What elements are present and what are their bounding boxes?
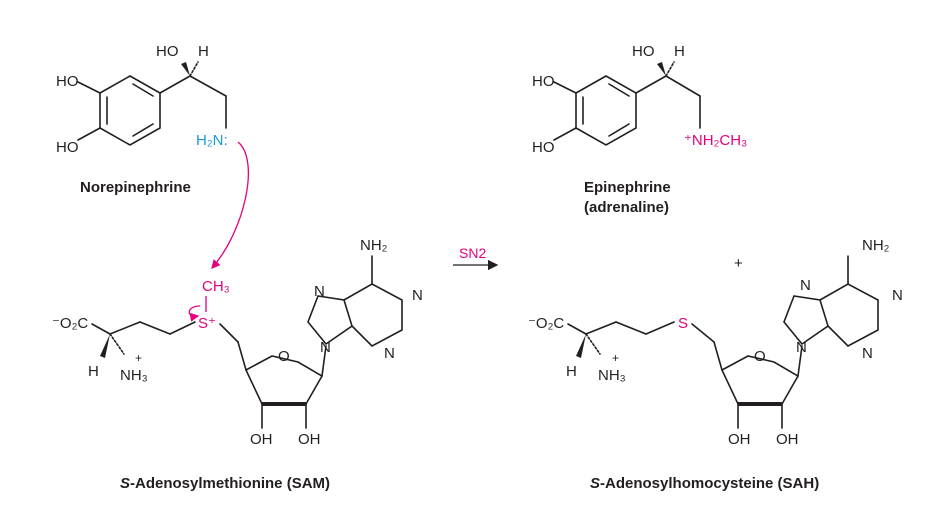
- hydroxyl-label: HO: [632, 43, 655, 60]
- carboxylate-label: ⁻O₂C: [528, 315, 564, 332]
- hydroxyl-label: OH: [250, 431, 273, 448]
- methylammonium-label: ⁺NH₂CH₃: [684, 132, 747, 149]
- carboxylate-label: ⁻O₂C: [52, 315, 88, 332]
- hydrogen-label: H: [674, 43, 685, 60]
- benzene-ring: [99, 75, 161, 146]
- charge-plus: +: [612, 351, 619, 365]
- adenine-ring: [307, 255, 403, 347]
- hydrogen-label: H: [88, 363, 99, 380]
- nitrogen-label: N: [412, 287, 423, 304]
- compound-name: S-Adenosylhomocysteine (SAH): [590, 475, 819, 492]
- sulfur-label: S: [678, 315, 688, 332]
- leaving-arrow: [188, 305, 201, 322]
- amino-label: NH₂: [360, 237, 388, 254]
- plus-sign: +: [734, 255, 743, 272]
- compound-name: S-Adenosylmethionine (SAM): [120, 475, 330, 492]
- nitrogen-label: N: [384, 345, 395, 362]
- sulfonium-label: S⁺: [198, 315, 216, 332]
- sah-structure: ⁻O₂C H NH₃ + S O OH OH NH₂ N N N: [528, 237, 903, 492]
- hydrogen-label: H: [198, 43, 209, 60]
- ribose-ring: [713, 341, 803, 429]
- hydroxyl-label: OH: [776, 431, 799, 448]
- methyl-label: CH₃: [202, 278, 230, 295]
- amine-nucleophile-label: H₂N:: [196, 132, 228, 149]
- compound-name: Epinephrine: [584, 179, 671, 196]
- hydroxyl-label: HO: [532, 139, 555, 156]
- hydroxyl-label: OH: [298, 431, 321, 448]
- hydroxyl-label: HO: [56, 139, 79, 156]
- norepinephrine-structure: HO H HO HO H₂N: Norepinephrine: [56, 43, 228, 196]
- nitrogen-label: N: [800, 277, 811, 294]
- benzene-ring: [575, 75, 637, 146]
- reaction-type-label: SN2: [459, 245, 486, 261]
- hydrogen-label: H: [566, 363, 577, 380]
- ring-oxygen-label: O: [278, 348, 290, 365]
- ammonium-label: NH₃: [598, 367, 626, 384]
- curved-arrow: [211, 141, 250, 269]
- nitrogen-label: N: [862, 345, 873, 362]
- charge-plus: +: [135, 351, 142, 365]
- nitrogen-label: N: [796, 339, 807, 356]
- ring-oxygen-label: O: [754, 348, 766, 365]
- compound-name: Norepinephrine: [80, 179, 191, 196]
- nitrogen-label: N: [320, 339, 331, 356]
- adenine-ring: [783, 255, 879, 347]
- amino-label: NH₂: [862, 237, 890, 254]
- hydroxyl-label: HO: [156, 43, 179, 60]
- hydroxyl-label: OH: [728, 431, 751, 448]
- hydroxyl-label: HO: [532, 73, 555, 90]
- nitrogen-label: N: [892, 287, 903, 304]
- compound-subname: (adrenaline): [584, 199, 669, 216]
- ammonium-label: NH₃: [120, 367, 148, 384]
- hydroxyl-label: HO: [56, 73, 79, 90]
- ribose-ring: [237, 341, 327, 429]
- nitrogen-label: N: [314, 283, 325, 300]
- epinephrine-structure: HO H HO HO ⁺NH₂CH₃ Epinephrine (adrenali…: [532, 43, 747, 216]
- sam-structure: ⁻O₂C H NH₃ + CH₃ S⁺ O OH OH: [52, 237, 423, 492]
